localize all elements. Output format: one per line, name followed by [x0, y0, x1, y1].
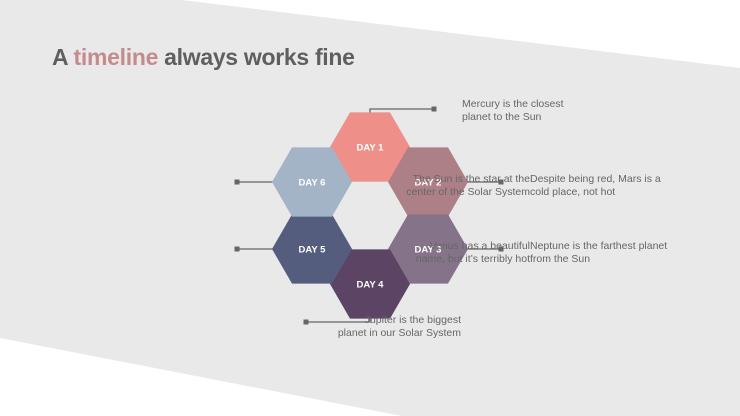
caption-line: center of the Solar System [406, 186, 530, 198]
hexagon-label-day-5: DAY 5 [299, 245, 327, 256]
hexagon-label-day-3: DAY 3 [415, 245, 442, 256]
hexagon-label-day-6: DAY 6 [299, 178, 326, 189]
caption-line: Despite being red, Mars is a [530, 173, 661, 185]
connector-dot-day-6 [234, 179, 240, 185]
caption-line: Mercury is the closest [462, 98, 564, 110]
caption-line: Venus has a beautiful [429, 240, 530, 252]
connector-dot-day-4 [303, 319, 309, 325]
hexagon-day-4 [330, 249, 410, 319]
caption-line: planet in our Solar System [337, 327, 461, 339]
caption-line: Jupiter is the biggest [364, 314, 461, 326]
title-suffix: always works fine [158, 44, 355, 70]
hexagon-day-3 [388, 214, 468, 284]
hexagon-label-day-4: DAY 4 [357, 280, 385, 291]
connector-dot-day-5 [234, 246, 240, 252]
hexagon-day-5 [272, 214, 352, 284]
caption-line: cold place, not hot [530, 186, 616, 198]
slide-title: A timeline always works fine [52, 44, 355, 71]
connector-dot-day-3 [498, 246, 504, 252]
title-highlight: timeline [73, 44, 159, 70]
caption-line: The Sun is the star at the [412, 173, 530, 185]
connector-dot-day-1 [431, 106, 437, 112]
caption-line: planet to the Sun [462, 111, 542, 123]
title-prefix: A [52, 44, 74, 70]
hexagon-label-day-2: DAY 2 [415, 178, 442, 189]
caption-line: Neptune is the farthest planet [530, 240, 668, 252]
hexagon-day-1 [330, 112, 410, 182]
caption-line: from the Sun [530, 253, 591, 265]
caption-line: name, but it’s terribly hot [415, 253, 530, 265]
hexagon-label-day-1: DAY 1 [357, 143, 385, 154]
hexagon-day-2 [388, 147, 468, 217]
connector-dot-day-2 [498, 179, 504, 185]
hexagon-day-6 [272, 147, 352, 217]
